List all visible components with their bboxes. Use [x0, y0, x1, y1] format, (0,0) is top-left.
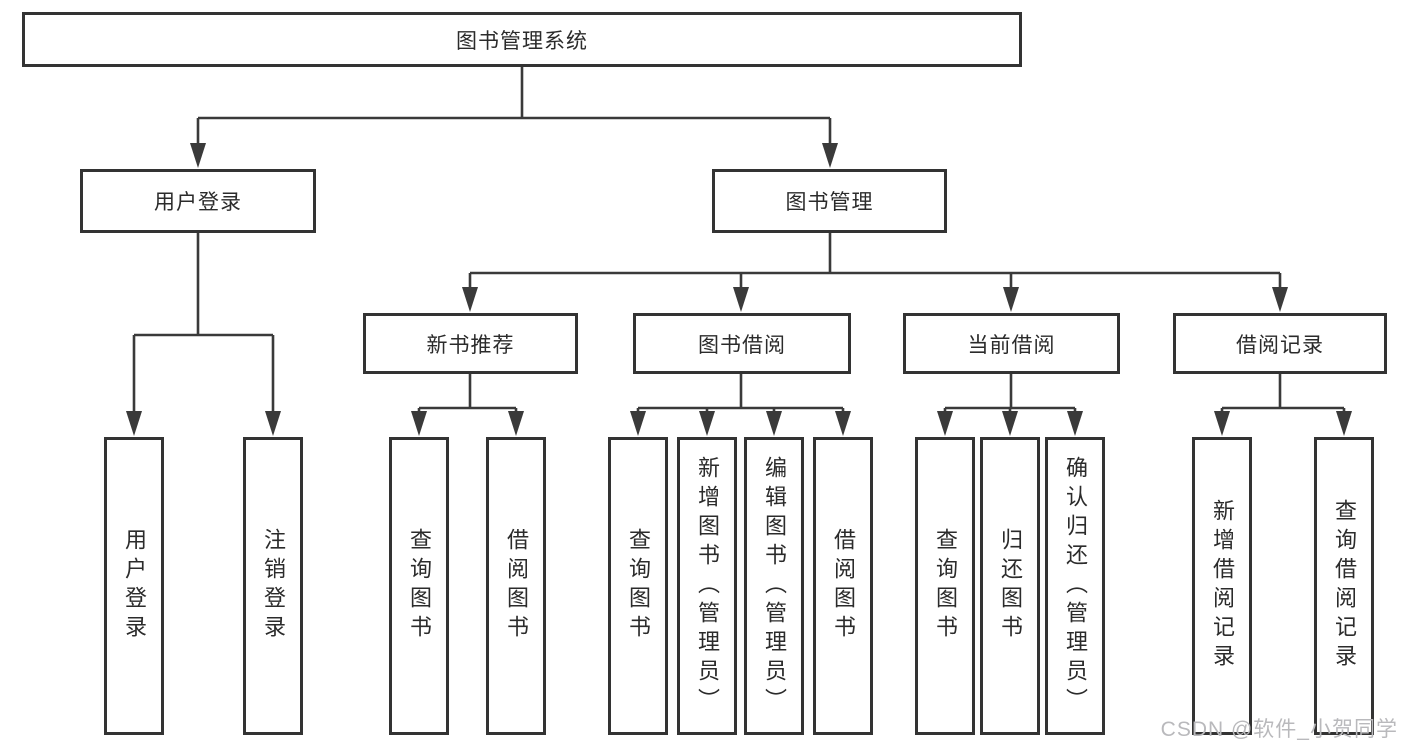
leaf-node-logout-label: 注销登录 [261, 528, 286, 644]
node-borrow-record-label: 借阅记录 [1236, 333, 1324, 357]
leaf-node-add-books-admin-label: 新增图书（管理员） [695, 455, 720, 717]
root-node-label: 图书管理系统 [456, 29, 588, 53]
leaf-node-edit-books-admin: 编辑图书（管理员） [744, 437, 804, 735]
node-current-borrow-label: 当前借阅 [967, 333, 1056, 357]
leaf-node-edit-books-admin-label: 编辑图书（管理员） [762, 455, 787, 717]
leaf-node-query-borrow-record: 查询借阅记录 [1314, 437, 1374, 735]
node-book-borrow: 图书借阅 [633, 313, 851, 374]
node-new-book-recommend-label: 新书推荐 [426, 333, 515, 357]
leaf-node-add-books-admin: 新增图书（管理员） [677, 437, 737, 735]
leaf-node-add-borrow-record: 新增借阅记录 [1192, 437, 1252, 735]
leaf-node-query-books-borrow-label: 查询图书 [626, 528, 651, 644]
node-book-management: 图书管理 [712, 169, 947, 233]
leaf-node-confirm-return-admin-label: 确认归还（管理员） [1063, 455, 1088, 717]
leaf-node-query-books-borrow: 查询图书 [608, 437, 668, 735]
leaf-node-return-books: 归还图书 [980, 437, 1040, 735]
leaf-node-user-login-label: 用户登录 [122, 528, 147, 644]
node-user-login-label: 用户登录 [154, 191, 242, 214]
node-user-login: 用户登录 [80, 169, 316, 233]
node-borrow-record: 借阅记录 [1173, 313, 1387, 374]
leaf-node-query-books-recommend-label: 查询图书 [407, 528, 432, 644]
leaf-node-borrow-books: 借阅图书 [813, 437, 873, 735]
leaf-node-add-borrow-record-label: 新增借阅记录 [1210, 499, 1235, 673]
leaf-node-query-books-recommend: 查询图书 [389, 437, 449, 735]
node-new-book-recommend: 新书推荐 [363, 313, 578, 374]
node-book-management-label: 图书管理 [785, 191, 874, 214]
leaf-node-query-borrow-record-label: 查询借阅记录 [1332, 499, 1357, 673]
leaf-node-confirm-return-admin: 确认归还（管理员） [1045, 437, 1105, 735]
leaf-node-borrow-books-recommend-label: 借阅图书 [504, 528, 529, 644]
leaf-node-logout: 注销登录 [243, 437, 303, 735]
leaf-node-query-books-current-label: 查询图书 [933, 528, 958, 644]
root-node-library-management-system: 图书管理系统 [22, 12, 1022, 67]
leaf-node-user-login: 用户登录 [104, 437, 164, 735]
node-book-borrow-label: 图书借阅 [698, 333, 786, 357]
leaf-node-borrow-books-recommend: 借阅图书 [486, 437, 546, 735]
leaf-node-borrow-books-label: 借阅图书 [831, 528, 856, 644]
leaf-node-return-books-label: 归还图书 [998, 528, 1023, 644]
leaf-node-query-books-current: 查询图书 [915, 437, 975, 735]
node-current-borrow: 当前借阅 [903, 313, 1120, 374]
